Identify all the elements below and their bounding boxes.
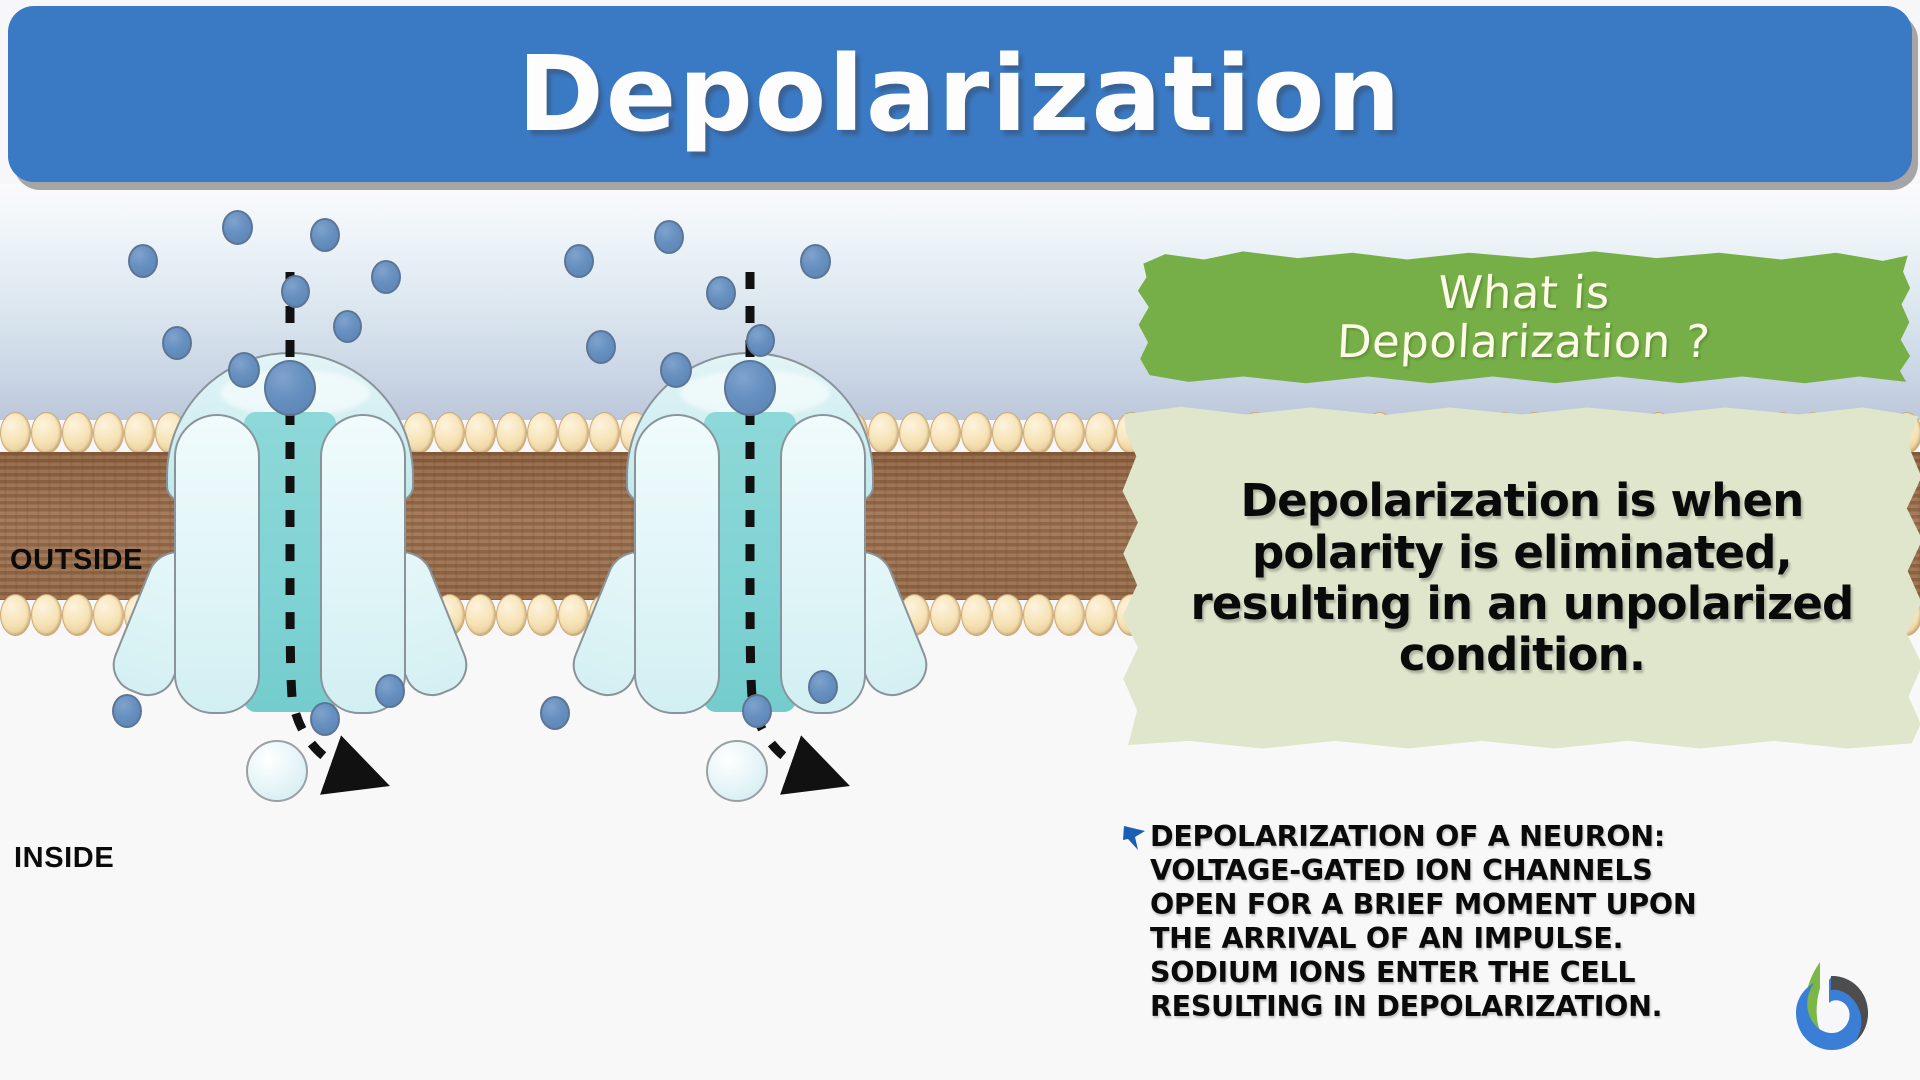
phospholipid-head — [1085, 412, 1116, 454]
phospholipid-head — [868, 412, 899, 454]
channel-knob — [706, 740, 768, 802]
title-banner: Depolarization — [8, 6, 1912, 182]
label-inside: INSIDE — [14, 842, 115, 874]
sodium-ion-inside — [808, 670, 838, 704]
channel-subunit-right — [320, 414, 406, 714]
phospholipid-head — [992, 594, 1023, 636]
phospholipid-head — [1085, 594, 1116, 636]
phospholipid-head — [930, 594, 961, 636]
phospholipid-head — [31, 594, 62, 636]
sodium-ion-outside — [586, 330, 616, 364]
what-is-header: What is Depolarization ? — [1134, 250, 1914, 386]
phospholipid-head — [62, 594, 93, 636]
ion-flow-path-arrow — [745, 272, 850, 795]
phospholipid-head — [930, 412, 961, 454]
phospholipid-head — [1054, 594, 1085, 636]
phospholipid-head — [93, 594, 124, 636]
sodium-ion-outside — [746, 324, 775, 357]
phospholipid-head — [558, 412, 589, 454]
sodium-ion-outside — [281, 275, 310, 308]
channel-subunit-left — [634, 414, 720, 714]
caption-block: DEPOLARIZATION OF A NEURON: VOLTAGE-GATE… — [1122, 820, 1822, 1023]
sodium-ion-outside — [564, 244, 594, 278]
sodium-ion-outside — [333, 310, 362, 343]
what-is-line-2: Depolarization ? — [1336, 315, 1712, 368]
phospholipid-head — [1023, 412, 1054, 454]
page-title: Depolarization — [517, 33, 1403, 155]
phospholipid-head — [62, 412, 93, 454]
phospholipid-head — [496, 594, 527, 636]
definition-text: Depolarization is when polarity is elimi… — [1190, 474, 1855, 682]
green-brush-background — [1137, 251, 1911, 384]
sodium-ion-outside — [162, 326, 192, 360]
phospholipid-head — [899, 412, 930, 454]
phospholipid-head — [1023, 594, 1054, 636]
sodium-ion-inside — [310, 702, 340, 736]
sodium-ion-outside — [371, 260, 401, 294]
sodium-ion-outside — [222, 210, 253, 245]
phospholipid-head — [434, 412, 465, 454]
ion-flow-path-arrow — [285, 272, 390, 795]
label-outside: OUTSIDE — [10, 544, 144, 576]
channel-knob — [246, 740, 308, 802]
sodium-ion-outside — [228, 352, 260, 388]
caption-text: DEPOLARIZATION OF A NEURON: VOLTAGE-GATE… — [1150, 820, 1697, 1023]
brand-logo — [1786, 956, 1878, 1056]
sodium-ion-entering-channel — [264, 360, 316, 416]
phospholipid-head — [961, 594, 992, 636]
phospholipid-head — [527, 412, 558, 454]
sodium-ion-outside — [706, 276, 736, 310]
phospholipid-head — [496, 412, 527, 454]
sodium-ion-outside — [660, 352, 692, 388]
phospholipid-head — [465, 594, 496, 636]
sodium-ion-outside — [654, 220, 684, 254]
channel-subunit-right — [780, 414, 866, 714]
phospholipid-head — [93, 412, 124, 454]
channel-subunit-left — [174, 414, 260, 714]
what-is-header-text: What is Depolarization ? — [1134, 250, 1914, 386]
phospholipid-head — [0, 594, 31, 636]
phospholipid-head — [124, 412, 155, 454]
definition-paper-background — [1122, 406, 1920, 749]
phospholipid-head — [1054, 412, 1085, 454]
phospholipid-head — [527, 594, 558, 636]
what-is-line-1: What is — [1436, 266, 1612, 320]
sodium-ion-entering-channel — [724, 360, 776, 416]
definition-box: Depolarization is when polarity is elimi… — [1116, 404, 1920, 752]
arrow-marker-icon — [1122, 824, 1148, 854]
sodium-ion-outside — [310, 218, 340, 252]
phospholipid-head — [31, 412, 62, 454]
phospholipid-head — [992, 412, 1023, 454]
phospholipid-head — [961, 412, 992, 454]
sodium-ion-inside — [375, 674, 405, 708]
sodium-ion-inside — [112, 694, 142, 728]
phospholipid-head — [0, 412, 31, 454]
voltage-gated-ion-channel-1 — [104, 272, 476, 802]
sodium-ion-outside — [128, 244, 158, 278]
phospholipid-head — [465, 412, 496, 454]
sodium-ion-inside — [540, 696, 570, 730]
voltage-gated-ion-channel-2 — [564, 272, 936, 802]
sodium-ion-outside — [800, 244, 831, 279]
sodium-ion-inside — [742, 694, 772, 728]
